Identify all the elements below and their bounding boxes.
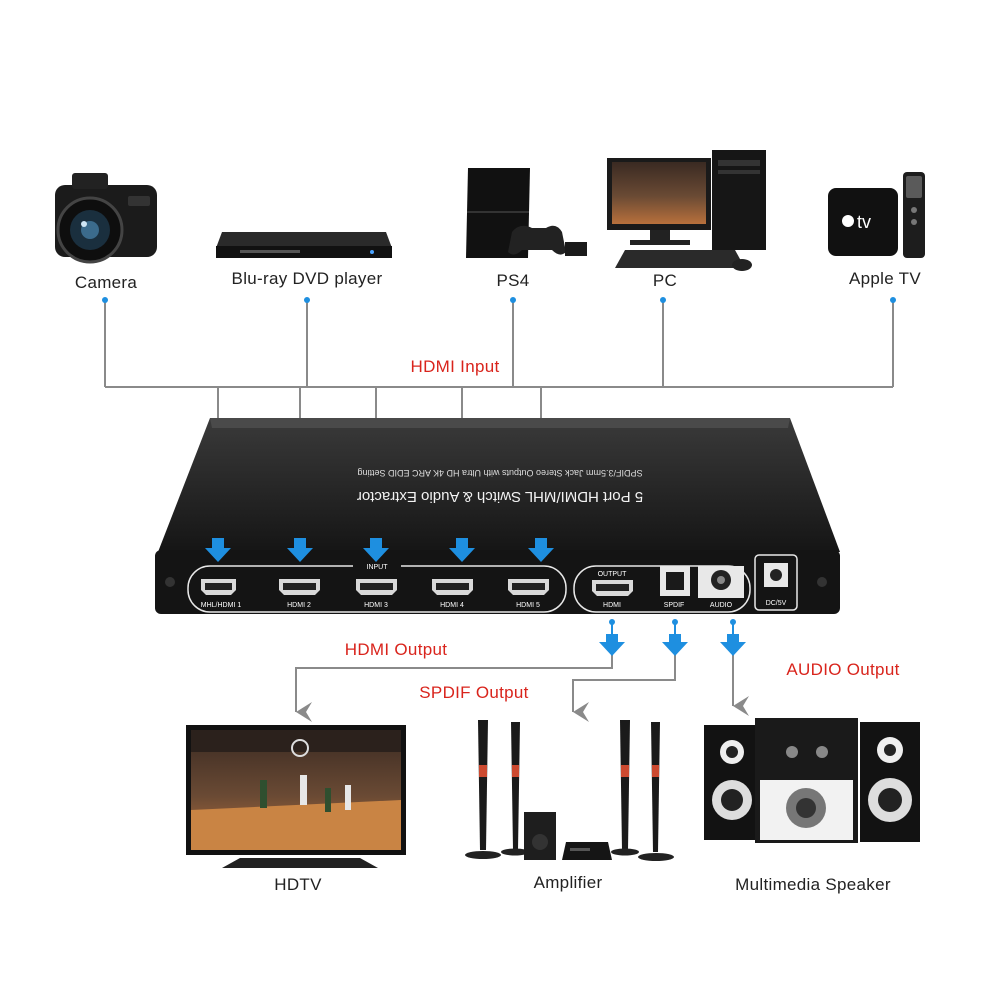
spdif-output-label: SPDIF Output [419,683,529,702]
port-label-1: MHL/HDMI 1 [201,602,242,609]
sink-label-amplifier: Amplifier [533,873,603,892]
source-label-pc: PC [652,271,678,290]
out-audio-label: AUDIO [710,602,733,609]
audio-output-label: AUDIO Output [786,660,900,679]
source-label-appletv: Apple TV [848,269,922,288]
out-hdmi-label: HDMI [603,602,621,609]
sink-label-hdtv: HDTV [274,875,322,894]
port-label-4: HDMI 4 [440,602,464,609]
sink-label-speaker: Multimedia Speaker [735,875,891,894]
device-subtitle: SPDIF/3.5mm Jack Stereo Outputs with Ult… [357,468,642,478]
camera-icon [55,173,157,264]
device-title: 5 Port HDMI/MHL Switch & Audio Extractor [357,488,643,505]
source-label-bluray: Blu-ray DVD player [231,269,383,288]
amplifier-icon [465,720,674,861]
input-group-label: INPUT [367,564,389,571]
bluray-player-icon [216,232,392,258]
hdmi-input-label: HDMI Input [410,357,500,376]
source-label-camera: Camera [74,273,138,292]
hdmi-switch-device: 5 Port HDMI/MHL Switch & Audio Extractor… [155,418,840,614]
apple-tv-icon: tv [828,172,925,258]
source-label-ps4: PS4 [496,271,530,290]
multimedia-speaker-icon [704,718,920,843]
port-label-2: HDMI 2 [287,602,311,609]
apple-tv-logo-text: tv [857,212,871,232]
source-connection-dots [102,297,896,303]
output-arrow-icons [599,619,746,656]
out-spdif-label: SPDIF [664,602,685,609]
hdtv-icon [186,725,406,868]
hdmi-output-label: HDMI Output [344,640,448,659]
output-wiring [295,650,749,722]
port-label-3: HDMI 3 [364,602,388,609]
dc-label: DC/5V [766,600,787,607]
port-label-5: HDMI 5 [516,602,540,609]
ps4-icon [466,168,587,258]
input-arrow-icons [205,538,554,562]
pc-icon [607,150,766,271]
output-group-label: OUTPUT [598,571,628,578]
